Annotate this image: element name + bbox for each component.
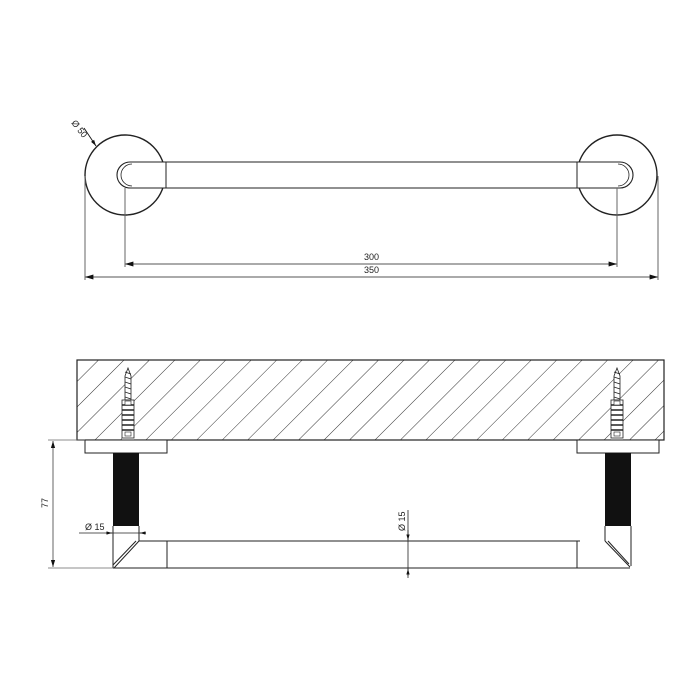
right-elbow: [576, 526, 632, 568]
rosette-diameter-label: Ø 50: [69, 118, 89, 140]
bar-top-view: [116, 161, 634, 189]
right-screw: [610, 366, 624, 440]
overall-length-label: 350: [364, 265, 379, 275]
left-post: [113, 453, 139, 526]
projection-label: 77: [40, 498, 50, 508]
post-diameter-label: Ø 15: [85, 522, 105, 532]
left-elbow: [112, 526, 630, 569]
wall-section: [76, 359, 665, 441]
left-rosette-plate: [84, 439, 168, 454]
side-view: 77 Ø 15 Ø 15: [40, 359, 665, 578]
inner-length-label: 300: [364, 252, 379, 262]
top-view: Ø 50 300 350: [69, 118, 659, 280]
right-rosette-plate: [576, 439, 660, 454]
right-post: [605, 453, 631, 526]
bar-diameter-label: Ø 15: [397, 511, 407, 531]
left-screw: [121, 366, 135, 440]
